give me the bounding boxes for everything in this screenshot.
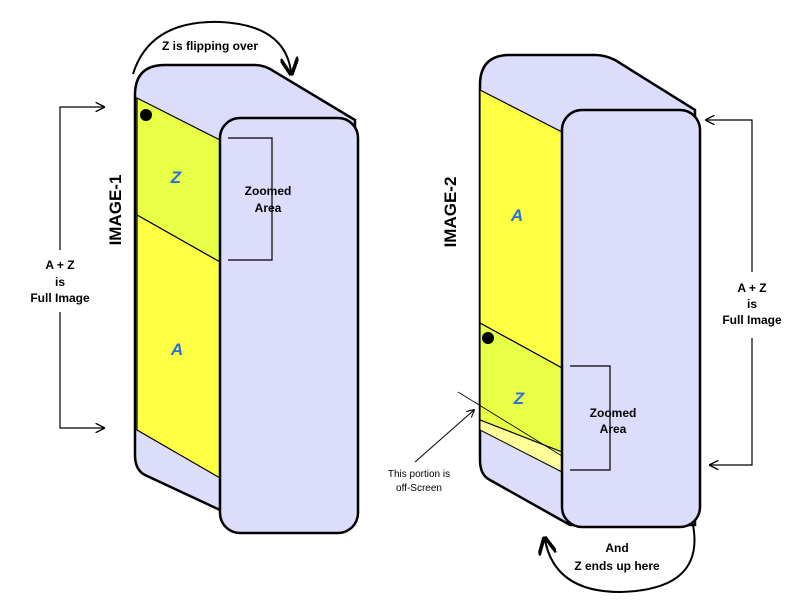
- image1-zoomed-bracket: [228, 137, 273, 261]
- image2-zoomed-bracket: [570, 365, 611, 471]
- image2-full-line3: Full Image: [722, 313, 782, 327]
- image1-full-line3: Full Image: [30, 291, 90, 305]
- image1-zoomed-line1: Zoomed: [245, 184, 292, 198]
- image2-label-z: Z: [513, 389, 525, 408]
- image2-title: IMAGE-2: [441, 177, 460, 248]
- image1-front-face: [218, 116, 360, 535]
- image2-bottom-line2: Z ends up here: [574, 559, 660, 573]
- image1-full-bracket-top: [59, 107, 104, 250]
- image1-full-line2: is: [55, 275, 65, 289]
- image1-label-z: Z: [170, 168, 182, 187]
- image2-segment-a: [479, 89, 563, 370]
- image2-offscreen-line1: This portion is: [388, 469, 450, 480]
- image1-zoomed-line2: Area: [255, 201, 282, 215]
- image2-zoomed-line2: Area: [600, 422, 627, 436]
- image2-full-line2: is: [747, 297, 757, 311]
- image1-top-caption: Z is flipping over: [162, 39, 258, 53]
- image2-full-bracket-bottom: [710, 338, 753, 465]
- image1-full-line1: A + Z: [45, 258, 74, 272]
- image1-full-bracket-bottom: [59, 312, 104, 428]
- image1-flip-arrow: [132, 20, 291, 74]
- image2-front-face: [560, 108, 702, 529]
- image2-bottom-line1: And: [605, 541, 628, 555]
- image1-label-a: A: [170, 340, 183, 359]
- image2-offscreen-pointer: [414, 410, 474, 463]
- image1-title: IMAGE-1: [106, 175, 125, 246]
- image1-group: Z A IMAGE-1 Z is flipping over Zoomed Ar…: [30, 20, 360, 535]
- image2-marker-dot: [482, 332, 494, 344]
- image2-offscreen-guide: [457, 391, 563, 457]
- image2-zoomed-line1: Zoomed: [590, 406, 637, 420]
- image2-offscreen-line2: off-Screen: [396, 483, 442, 494]
- image2-label-a: A: [510, 206, 523, 225]
- image2-ends-arrow: [545, 524, 696, 594]
- image2-full-line1: A + Z: [737, 281, 766, 295]
- image2-group: A Z IMAGE-2 Zoomed Area A + Z is Full Im…: [388, 53, 782, 594]
- image2-full-bracket-top: [706, 120, 753, 272]
- image1-marker-dot: [140, 109, 152, 121]
